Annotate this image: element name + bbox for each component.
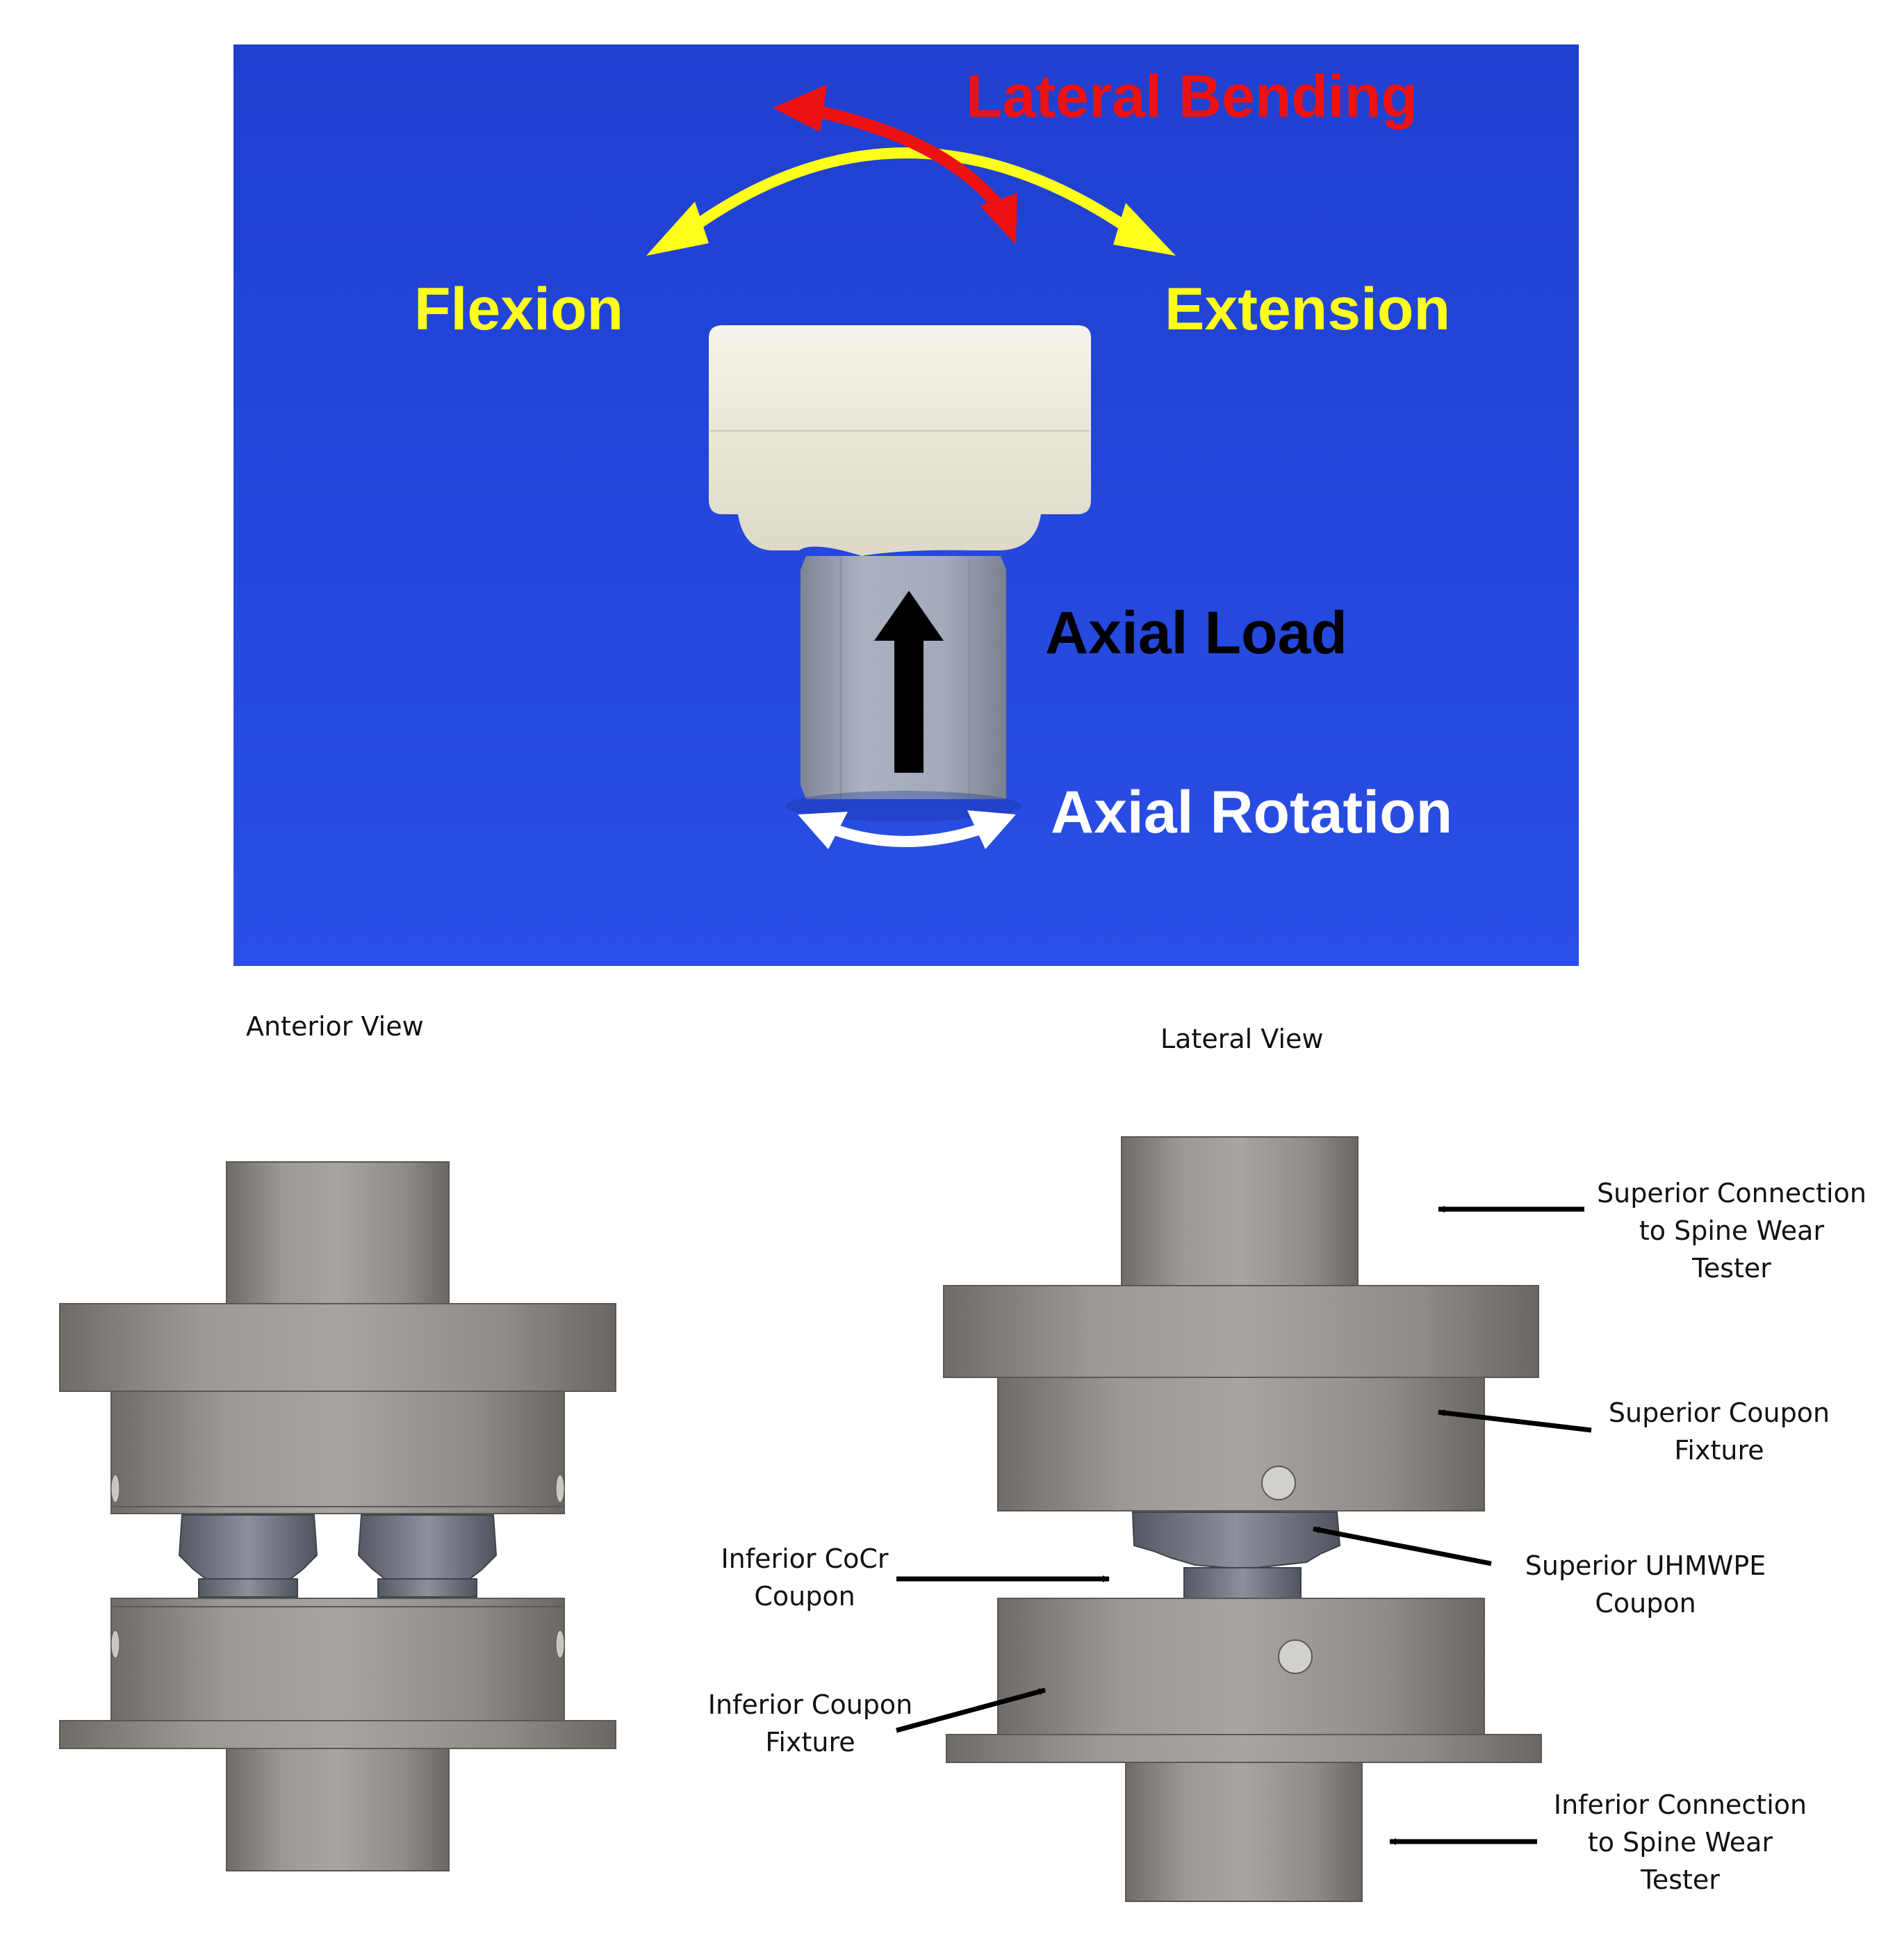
anterior-coupon-left <box>178 1514 318 1598</box>
anterior-coupon-right <box>357 1514 498 1598</box>
anterior-inferior-connection <box>226 1748 450 1871</box>
anterior-view-title: Anterior View <box>246 1011 424 1042</box>
uhmwpe-block <box>709 325 1091 556</box>
lateral-cocr-coupon <box>1183 1567 1302 1599</box>
leader-inferior-coupon-fixture <box>896 1687 1046 1733</box>
axial-load-arrow <box>874 591 944 773</box>
lateral-superior-fixture <box>997 1377 1485 1511</box>
callout-superior-connection-line1: Superior Connection <box>1597 1178 1866 1208</box>
lateral-inferior-connection <box>1125 1762 1363 1902</box>
anterior-superior-connection <box>226 1161 450 1309</box>
callout-inferior-cocr-coupon-line1: Inferior CoCr <box>721 1543 888 1574</box>
anterior-superior-flange <box>59 1303 616 1392</box>
anterior-view-drawing <box>59 1161 616 1871</box>
anterior-inferior-fixture <box>110 1598 565 1721</box>
callout-inferior-connection: Inferior Connection to Spine Wear Tester <box>1554 1789 1807 1895</box>
callout-superior-uhmwpe-coupon: Superior UHMWPE Coupon <box>1525 1550 1766 1619</box>
callout-superior-connection-line3: Tester <box>1691 1253 1771 1284</box>
leader-superior-uhmwpe-coupon <box>1313 1526 1492 1566</box>
extension-label: Extension <box>1165 276 1450 343</box>
callout-superior-uhmwpe-coupon-line1: Superior UHMWPE <box>1525 1550 1766 1581</box>
lateral-superior-flange <box>943 1285 1539 1378</box>
axial-rotation-arrow <box>798 810 1016 849</box>
callout-inferior-coupon-fixture-line1: Inferior Coupon <box>708 1689 913 1720</box>
flexion-extension-arrow <box>646 147 1176 256</box>
callout-inferior-cocr-coupon-line2: Coupon <box>754 1581 855 1612</box>
anterior-inferior-flange <box>59 1720 616 1749</box>
axial-load-label: Axial Load <box>1045 600 1347 666</box>
anterior-superior-fixture <box>110 1391 565 1514</box>
callout-leaders <box>896 1206 1592 1845</box>
callout-inferior-coupon-fixture-line2: Fixture <box>765 1727 855 1758</box>
lateral-bending-arrow <box>773 85 1017 245</box>
callout-inferior-connection-line3: Tester <box>1640 1865 1720 1895</box>
callout-superior-coupon-fixture-line1: Superior Coupon <box>1609 1398 1830 1428</box>
lateral-view-drawing <box>943 1136 1542 1902</box>
lateral-superior-connection <box>1121 1136 1359 1286</box>
callout-inferior-connection-line1: Inferior Connection <box>1554 1789 1807 1820</box>
callout-superior-connection: Superior Connection to Spine Wear Tester <box>1597 1178 1866 1284</box>
lateral-view-title: Lateral View <box>1160 1024 1323 1054</box>
callout-inferior-cocr-coupon: Inferior CoCr Coupon <box>721 1543 888 1612</box>
callout-inferior-connection-line2: to Spine Wear <box>1588 1827 1773 1858</box>
callout-superior-uhmwpe-coupon-line2: Coupon <box>1595 1588 1696 1619</box>
photo-panel: Lateral Bending Flexion Extension Axial … <box>233 44 1579 966</box>
callout-superior-coupon-fixture: Superior Coupon Fixture <box>1609 1398 1830 1466</box>
lateral-bending-label: Lateral Bending <box>966 63 1418 130</box>
callout-superior-connection-line2: to Spine Wear <box>1639 1215 1825 1246</box>
leader-superior-coupon-fixture <box>1438 1409 1592 1433</box>
lateral-inferior-fixture <box>997 1598 1485 1735</box>
callout-superior-coupon-fixture-line2: Fixture <box>1674 1435 1764 1466</box>
flexion-label: Flexion <box>414 276 623 343</box>
lateral-inferior-flange <box>946 1734 1542 1763</box>
lateral-uhmwpe-coupon <box>1131 1511 1341 1571</box>
callout-inferior-coupon-fixture: Inferior Coupon Fixture <box>708 1689 913 1758</box>
axial-rotation-label: Axial Rotation <box>1051 779 1452 846</box>
